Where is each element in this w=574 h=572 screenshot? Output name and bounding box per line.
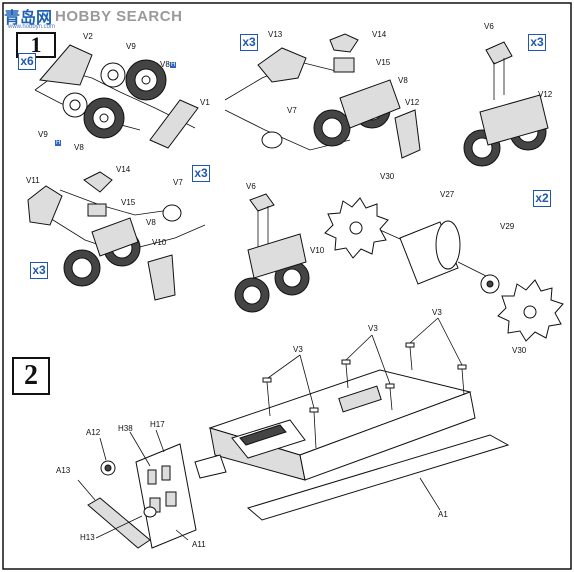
part-v7b (162, 204, 182, 222)
label-v11: V11 (26, 176, 40, 185)
part-v15b (87, 203, 107, 217)
wheel-assembly (34, 44, 199, 149)
label-v14: V14 (372, 30, 387, 39)
label-a1: A1 (438, 510, 448, 519)
label-v10: V10 (152, 238, 167, 247)
label-v30: V30 (380, 172, 395, 181)
label-h38: H38 (118, 424, 133, 433)
label-v15-left: V15 (121, 198, 136, 207)
sprocket-assembly (324, 197, 564, 342)
watermark-logo-text: 青岛网 (4, 10, 53, 27)
label-v9: V9 (126, 42, 136, 51)
middle-left-assembly (27, 171, 206, 301)
label-v27: V27 (440, 190, 455, 199)
multiplier-x3-middle-left: x3 (30, 262, 48, 279)
watermark: 青岛网 HOBBY SEARCH (4, 4, 182, 28)
part-v7 (261, 131, 283, 149)
label-v3-left: V3 (293, 345, 303, 354)
part-v14 (329, 33, 359, 53)
label-v10-middle: V10 (310, 246, 325, 255)
label-v6: V6 (484, 22, 494, 31)
watermark-url: www.hobbyn.com (8, 24, 56, 30)
bracket-v1 (149, 99, 199, 149)
part-tag-h: H (170, 62, 177, 68)
label-v7-left: V7 (173, 178, 183, 187)
label-a13: A13 (56, 466, 71, 475)
label-v29: V29 (500, 222, 515, 231)
track-guard-a1 (246, 434, 510, 521)
part-tag-h-lower: H (55, 140, 62, 146)
label-h17: H17 (150, 420, 165, 429)
bracket-v2 (39, 44, 93, 86)
part-h13 (143, 506, 157, 518)
label-v7: V7 (287, 106, 297, 115)
part-v12 (394, 109, 421, 159)
label-v8-middle: V8 (398, 76, 408, 85)
hull-side (299, 391, 476, 481)
label-v2: V2 (83, 32, 93, 41)
label-a12: A12 (86, 428, 101, 437)
label-v13: V13 (268, 30, 283, 39)
multiplier-x2: x2 (533, 190, 551, 207)
label-v6-middle: V6 (246, 182, 256, 191)
part-v13 (257, 47, 307, 83)
multiplier-x3-upper-middle: x3 (240, 34, 258, 51)
label-v30-right: V30 (512, 346, 527, 355)
part-v11 (27, 185, 63, 226)
part-v15 (333, 57, 355, 73)
drum-face (435, 220, 461, 270)
part-v10 (147, 254, 176, 301)
label-v8-left: V8 (146, 218, 156, 227)
label-v8-lower: V8 (74, 143, 84, 152)
multiplier-x6: x6 (18, 53, 36, 70)
part-v6 (485, 41, 513, 65)
label-v8: V8 (160, 60, 170, 69)
step-number-2: 2 (12, 357, 50, 395)
part-v14b (83, 171, 113, 193)
label-a11: A11 (192, 540, 206, 549)
label-v12-right: V12 (538, 90, 553, 99)
rear-plate-assembly (77, 429, 197, 549)
label-v12: V12 (405, 98, 420, 107)
watermark-brand: HOBBY SEARCH (55, 7, 183, 25)
label-v15: V15 (376, 58, 391, 67)
middle-assembly (234, 193, 310, 313)
label-v14-left: V14 (116, 165, 131, 174)
label-h13: H13 (80, 533, 95, 542)
upper-middle-assembly (224, 33, 421, 159)
label-v1: V1 (200, 98, 210, 107)
label-v3-middle: V3 (368, 324, 378, 333)
label-v3-right: V3 (432, 308, 442, 317)
upper-right-assembly (463, 41, 549, 167)
part-a13 (87, 497, 151, 549)
multiplier-x3-middle: x3 (192, 165, 210, 182)
hull-assembly (194, 317, 510, 521)
multiplier-x3-upper-right: x3 (528, 34, 546, 51)
label-v9-lower: V9 (38, 130, 48, 139)
